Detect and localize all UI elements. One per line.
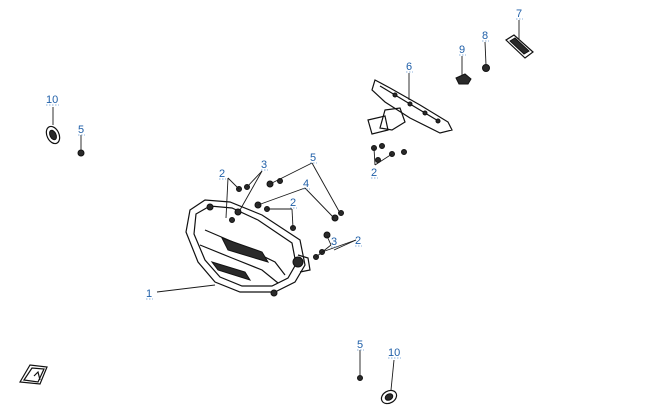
callout-2-bracket[interactable]: 2 — [371, 167, 377, 179]
leader-lines — [52, 20, 520, 391]
callout-6[interactable]: 6 — [406, 61, 412, 73]
callout-10-left[interactable]: 10 — [46, 94, 58, 106]
reflector-part — [505, 34, 534, 59]
callout-3-bottom[interactable]: 3 — [331, 236, 337, 248]
callout-7[interactable]: 7 — [516, 8, 522, 20]
callout-2-right[interactable]: 2 — [355, 235, 361, 247]
screw-part-8 — [482, 64, 490, 72]
callout-1[interactable]: 1 — [146, 288, 152, 300]
callout-2-left[interactable]: 2 — [219, 168, 225, 180]
grommet-left — [45, 125, 85, 157]
callout-3-top[interactable]: 3 — [261, 159, 267, 171]
orientation-icon — [19, 364, 48, 385]
callout-4[interactable]: 4 — [303, 178, 309, 190]
callout-labels: 1 2 3 5 4 2 3 2 6 2 7 8 9 10 5 10 5 — [46, 8, 523, 359]
callout-9[interactable]: 9 — [459, 44, 465, 56]
headlight-assembly — [185, 199, 311, 297]
nut-part-9 — [455, 73, 472, 85]
callout-2-middle[interactable]: 2 — [290, 197, 296, 209]
callout-5-bottom[interactable]: 5 — [357, 339, 363, 351]
callout-10-bottom[interactable]: 10 — [388, 347, 400, 359]
grommet-bottom — [357, 375, 398, 405]
headlight-hardware — [229, 178, 344, 260]
callout-5-left[interactable]: 5 — [78, 124, 84, 136]
callout-8[interactable]: 8 — [482, 30, 488, 42]
callout-5-top[interactable]: 5 — [310, 152, 316, 164]
bracket-part — [367, 79, 453, 163]
